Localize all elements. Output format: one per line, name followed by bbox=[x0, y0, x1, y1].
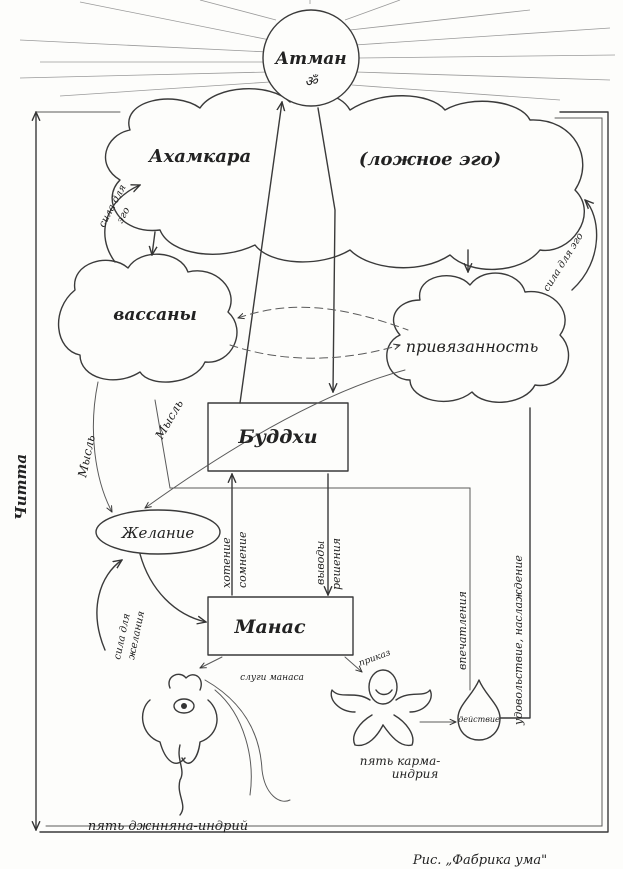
zhelanie-label: Желание bbox=[121, 524, 195, 542]
vyvody-label: выводы bbox=[314, 541, 327, 585]
karma-indriya-figure bbox=[330, 669, 432, 747]
slugi-manasa-label: слуги манаса bbox=[240, 673, 304, 683]
privyazannost-cloud bbox=[386, 272, 570, 403]
buddhi-box bbox=[207, 402, 349, 472]
privyazannost-label: привязанность bbox=[406, 337, 539, 356]
sila-dlya-ego-right-label: сила для эго bbox=[541, 231, 586, 293]
prikaz-label: приказ bbox=[358, 648, 393, 669]
caption: Рис. „Фабрика ума" bbox=[412, 853, 547, 868]
om-symbol: ॐ bbox=[305, 74, 319, 90]
vasany-label: вассаны bbox=[113, 305, 197, 325]
manas-label: Манас bbox=[233, 616, 306, 638]
buddhi-label: Буддхи bbox=[237, 426, 317, 448]
sun-rays bbox=[19, 0, 616, 101]
atman-circle bbox=[262, 9, 360, 107]
vpechatleniya-label: впечатления bbox=[456, 591, 469, 670]
pyat-karma-label-2: индрия bbox=[392, 767, 439, 781]
deystvie-label: действие bbox=[458, 715, 500, 724]
udovolstvie-label: удовольствие, наслаждение bbox=[512, 555, 525, 726]
somnenie-label: сомнение bbox=[236, 531, 249, 588]
mysl-inner-label: Мысль bbox=[152, 397, 186, 442]
manas-box bbox=[207, 596, 354, 656]
false-ego-label: (ложное эго) bbox=[359, 149, 501, 170]
resheniya-label: решения bbox=[330, 538, 343, 590]
mysl-left-label: Мысль bbox=[75, 434, 98, 480]
deystvie-drop bbox=[457, 679, 501, 741]
connections bbox=[92, 102, 598, 722]
ahamkara-label: Ахамкара bbox=[147, 146, 251, 167]
hotenie-label: хотение bbox=[220, 537, 233, 588]
ahamkara-cloud bbox=[104, 88, 585, 271]
zhelanie-oval bbox=[95, 509, 221, 555]
pyat-dzhnyana-label: пять джнняна-индрий bbox=[88, 819, 248, 834]
vasany-cloud bbox=[58, 253, 238, 383]
chitta-frame bbox=[36, 112, 609, 833]
pyat-karma-label-1: пять карма- bbox=[360, 754, 441, 768]
jnana-indriya-figure bbox=[141, 673, 291, 816]
chitta-label: Читта bbox=[12, 454, 30, 520]
atman-label: Атман bbox=[273, 49, 346, 69]
